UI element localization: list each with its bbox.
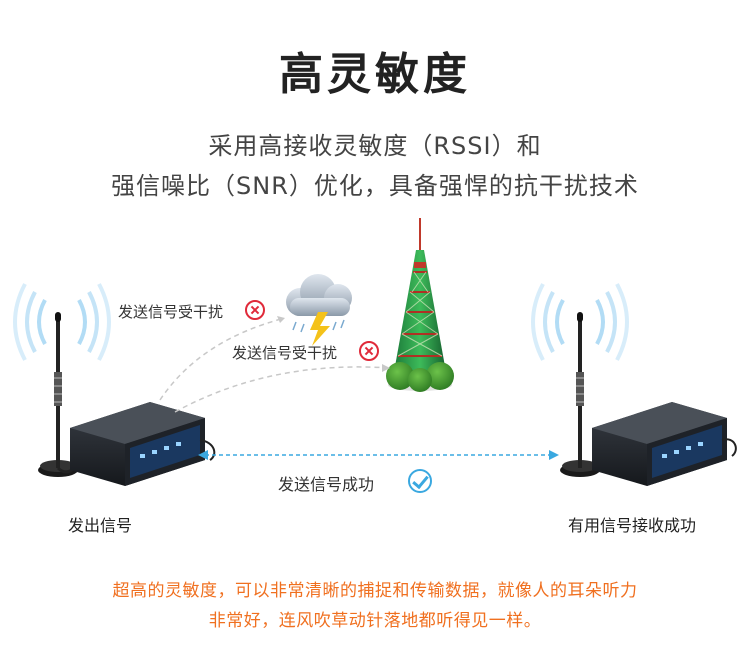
storm-cloud-icon	[286, 274, 352, 346]
wifi-waves-icon-right	[531, 283, 629, 361]
interfered-signal-path-1	[159, 317, 286, 401]
antenna-left	[38, 312, 88, 477]
description-line-1: 超高的灵敏度，可以非常清晰的捕捉和传输数据，就像人的耳朵听力	[112, 581, 638, 601]
subtitle-line-2: 强信噪比（SNR）优化，具备强悍的抗干扰技术	[111, 172, 639, 200]
error-x-icon-2	[359, 341, 379, 361]
receiver-caption: 有用信号接收成功	[568, 516, 697, 535]
router-device-icon-left	[70, 402, 216, 486]
error-x-icon-1	[245, 300, 265, 320]
subtitle-line-1: 采用高接收灵敏度（RSSI）和	[208, 132, 542, 160]
antenna-right	[560, 312, 600, 477]
interfered-signal-label-1: 发送信号受干扰	[118, 303, 224, 321]
router-device-icon-right	[592, 402, 737, 486]
description-line-2: 非常好，连风吹草动针落地都听得见一样。	[208, 611, 542, 631]
interfered-signal-path-2	[174, 366, 391, 413]
check-circle-icon	[408, 469, 432, 493]
sender-caption: 发出信号	[68, 516, 133, 535]
wifi-waves-icon-left	[13, 283, 111, 361]
success-signal-label: 发送信号成功	[278, 475, 375, 494]
tv-tower-icon	[386, 218, 454, 392]
interfered-signal-label-2: 发送信号受干扰	[232, 344, 338, 362]
page-title: 高灵敏度	[279, 49, 471, 100]
